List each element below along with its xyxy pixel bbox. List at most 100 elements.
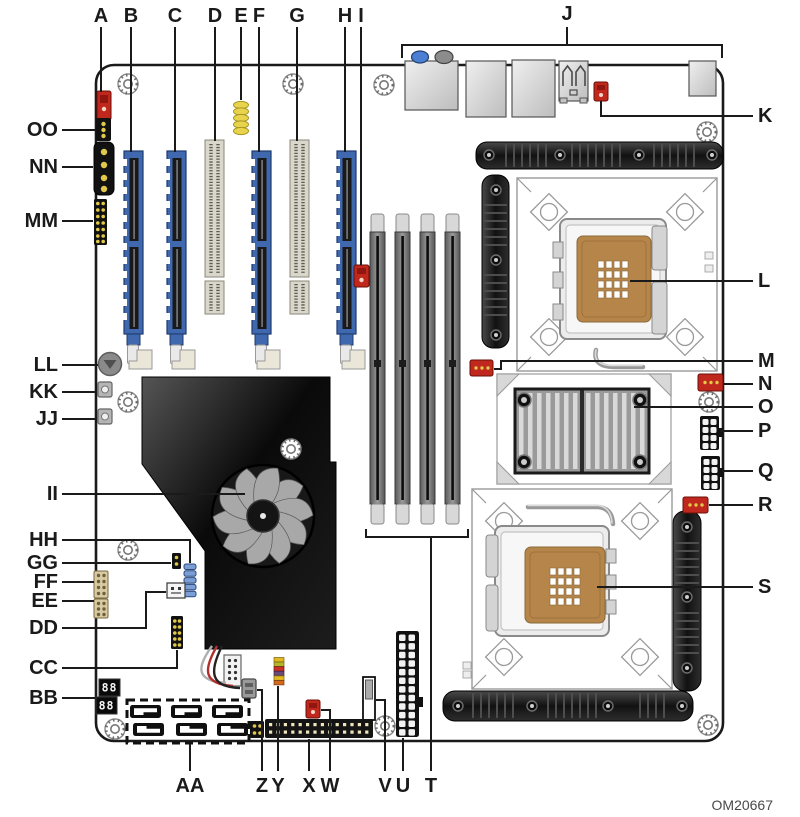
leader-line-v xyxy=(376,699,386,771)
back-panel-port-block-1 xyxy=(465,60,507,118)
leader-bracket-j xyxy=(401,27,723,58)
leader-line-k xyxy=(600,101,753,117)
callout-label-s: S xyxy=(758,576,771,598)
cpu-socket-1-pad xyxy=(576,235,652,323)
callout-label-l: L xyxy=(758,270,770,292)
leader-bracket-t xyxy=(365,529,469,771)
callout-label-ii: II xyxy=(47,483,58,505)
callout-label-mm: MM xyxy=(25,210,58,232)
callout-label-x: X xyxy=(302,775,316,797)
callout-label-m: M xyxy=(758,350,775,372)
connector-nn xyxy=(93,141,115,196)
back-panel-port-block-2 xyxy=(511,59,556,118)
chipset-heatsink xyxy=(496,373,672,485)
callout-label-cc: CC xyxy=(29,657,58,679)
heatsink-bar-top xyxy=(475,141,724,170)
callout-label-q: Q xyxy=(758,460,774,482)
pci-slot-d xyxy=(203,138,226,316)
audio-jack-blue xyxy=(410,50,430,64)
leader-line-m xyxy=(494,360,753,370)
callout-label-r: R xyxy=(758,494,773,516)
callout-label-ff: FF xyxy=(34,571,58,593)
leader-lines xyxy=(62,27,753,771)
back-panel-audio-block xyxy=(404,60,459,111)
pci-slot-g xyxy=(288,138,311,316)
callout-label-nn: NN xyxy=(29,156,58,178)
callout-labels: A B C D E F G H I J K L M N O P Q R S T … xyxy=(25,3,775,797)
callout-label-y: Y xyxy=(271,775,285,797)
front-panel-header xyxy=(265,719,373,738)
red-connector-i xyxy=(353,264,370,288)
callout-label-k: K xyxy=(758,105,773,127)
battery-holder xyxy=(362,676,376,721)
audio-jack-gray xyxy=(434,49,454,65)
connector-oo xyxy=(96,118,111,141)
callout-label-n: N xyxy=(758,373,772,395)
cpu-power-connector-1 xyxy=(700,416,723,450)
callout-label-e: E xyxy=(234,5,247,27)
leader-line-hh xyxy=(62,539,191,563)
callout-label-o: O xyxy=(758,396,774,418)
red-connector-k xyxy=(593,81,609,102)
callout-label-dd: DD xyxy=(29,617,58,639)
fan-cable-plug xyxy=(241,678,257,699)
sata-port-block xyxy=(125,698,251,745)
callout-label-u: U xyxy=(396,775,410,797)
callout-label-hh: HH xyxy=(29,529,58,551)
callout-label-v: V xyxy=(378,775,392,797)
button-kk xyxy=(97,381,113,398)
leader-line-dd xyxy=(62,591,166,629)
part-number: OM20667 xyxy=(712,797,774,813)
cpu-socket-2-pad xyxy=(524,546,606,624)
heatsink-bar-left xyxy=(481,174,510,349)
header-cc xyxy=(171,616,183,649)
speaker xyxy=(97,351,123,377)
fan xyxy=(210,463,316,569)
callout-label-h: H xyxy=(338,5,352,27)
fan-cable xyxy=(200,645,241,690)
connector-dd xyxy=(166,582,186,599)
callout-label-w: W xyxy=(321,775,340,797)
red-connector-n xyxy=(697,373,724,392)
leader-line-z xyxy=(257,689,263,771)
red-connector-a xyxy=(96,90,112,121)
header-gg xyxy=(172,553,181,569)
red-connector-w xyxy=(305,699,321,719)
led-block xyxy=(273,657,285,686)
callout-label-j: J xyxy=(561,3,572,25)
callout-label-gg: GG xyxy=(27,552,58,574)
mch-heatsink xyxy=(141,376,337,650)
heatsink-bar-right xyxy=(672,510,702,692)
red-connector-r xyxy=(682,496,709,514)
cpu-power-connector-2 xyxy=(701,456,724,490)
seven-segment-display: 88 xyxy=(102,681,118,695)
header-2x2 xyxy=(250,721,264,738)
cpu-socket-1-contacts xyxy=(597,260,629,299)
callout-label-kk: KK xyxy=(29,381,58,403)
button-jj xyxy=(97,408,113,425)
callout-label-d: D xyxy=(208,5,222,27)
back-panel-port-block-3 xyxy=(688,60,717,97)
callout-label-t: T xyxy=(425,775,437,797)
header-hh-blue xyxy=(183,563,197,598)
callout-label-ee: EE xyxy=(31,590,58,612)
back-panel-usb-stack xyxy=(558,60,589,104)
callout-label-ll: LL xyxy=(34,354,58,376)
callout-label-i: I xyxy=(358,5,364,27)
red-connector-m xyxy=(469,359,494,377)
callout-label-oo: OO xyxy=(27,119,58,141)
cpu-socket-2-contacts xyxy=(549,567,581,606)
leader-line-cc xyxy=(62,650,178,669)
chipset-heatsink-screws xyxy=(516,392,648,470)
callout-label-b: B xyxy=(124,5,138,27)
callout-label-bb: BB xyxy=(29,687,58,709)
jumper-block xyxy=(233,100,249,136)
callout-label-g: G xyxy=(289,5,305,27)
atx-power-connector xyxy=(396,631,423,737)
callout-label-aa: AA xyxy=(176,775,205,797)
callout-label-c: C xyxy=(168,5,182,27)
header-ee xyxy=(93,598,109,619)
callout-label-f: F xyxy=(253,5,265,27)
back-panel-io xyxy=(404,49,717,118)
